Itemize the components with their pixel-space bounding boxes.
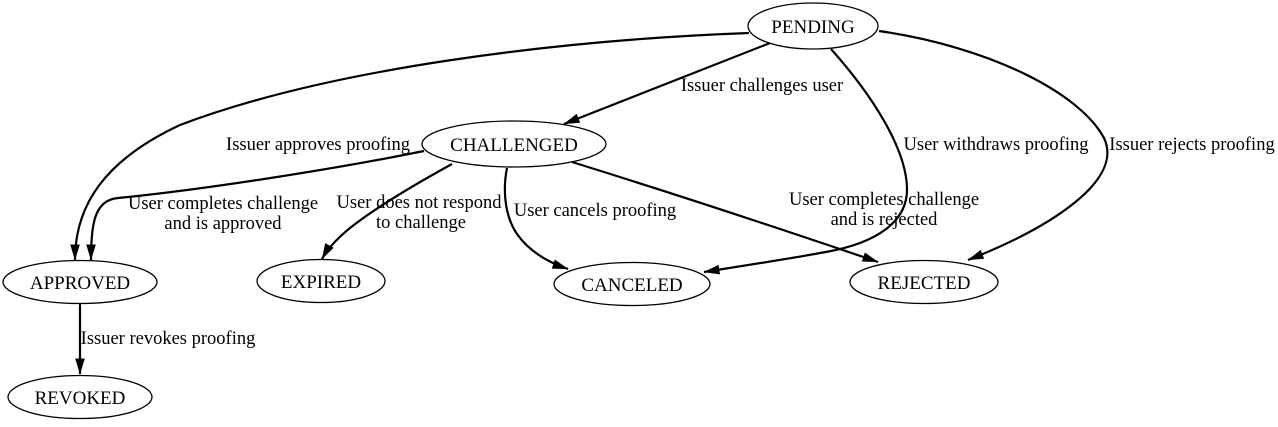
edge-label-issuer-approves-proofing: Issuer approves proofing [226,135,410,155]
node-canceled-label: CANCELED [581,275,682,296]
node-revoked: REVOKED [7,374,153,420]
edge-label-user-completes-challenge-rejected-line2: and is rejected [831,210,939,230]
edge-pending-challenged [563,41,771,126]
edge-label-issuer-challenges-user: Issuer challenges user [681,76,843,96]
node-pending-label: PENDING [771,17,855,38]
nodes: PENDING CHALLENGED APPROVED EXPIRED CANC… [2,2,999,420]
edge-pending-rejected [878,29,1109,262]
edge-label-user-cancels-proofing: User cancels proofing [514,201,676,221]
node-revoked-label: REVOKED [35,388,126,409]
edge-challenged-approved [86,149,425,261]
edge-label-user-completes-challenge-rejected-line1: User completes challenge [789,190,979,210]
edge-challenged-expired [321,163,453,260]
node-rejected: REJECTED [849,259,999,305]
node-expired-label: EXPIRED [281,272,361,293]
edges [70,29,1109,375]
edge-pending-canceled [703,48,909,275]
node-rejected-ellipse [849,259,999,305]
edge-label-user-completes-challenge-approved-line1: User completes challenge [128,194,318,214]
edge-label-user-withdraws-proofing: User withdraws proofing [904,135,1089,155]
edge-label-user-does-not-respond-line1: User does not respond [337,193,503,213]
node-approved-label: APPROVED [30,273,130,294]
node-expired-ellipse [256,258,386,304]
node-revoked-ellipse [7,374,153,420]
edge-pending-approved [70,31,750,261]
node-expired: EXPIRED [256,258,386,304]
node-approved: APPROVED [2,259,158,305]
edge-challenged-canceled [503,167,569,271]
edge-challenged-rejected [571,160,879,264]
node-canceled: CANCELED [553,261,711,307]
node-challenged-label: CHALLENGED [450,135,578,156]
edge-label-issuer-revokes-proofing: Issuer revokes proofing [81,329,256,349]
node-rejected-label: REJECTED [878,273,971,294]
edge-labels: Issuer challenges user Issuer approves p… [81,76,1275,349]
node-canceled-ellipse [553,261,711,307]
node-pending: PENDING [747,2,879,50]
node-challenged-ellipse [421,120,607,168]
node-pending-ellipse [747,2,879,50]
edge-label-user-completes-challenge-approved-line2: and is approved [164,214,282,234]
edge-label-user-does-not-respond-line2: to challenge [376,213,466,233]
node-approved-ellipse [2,259,158,305]
node-challenged: CHALLENGED [421,120,607,168]
edge-label-issuer-rejects-proofing: Issuer rejects proofing [1109,135,1274,155]
